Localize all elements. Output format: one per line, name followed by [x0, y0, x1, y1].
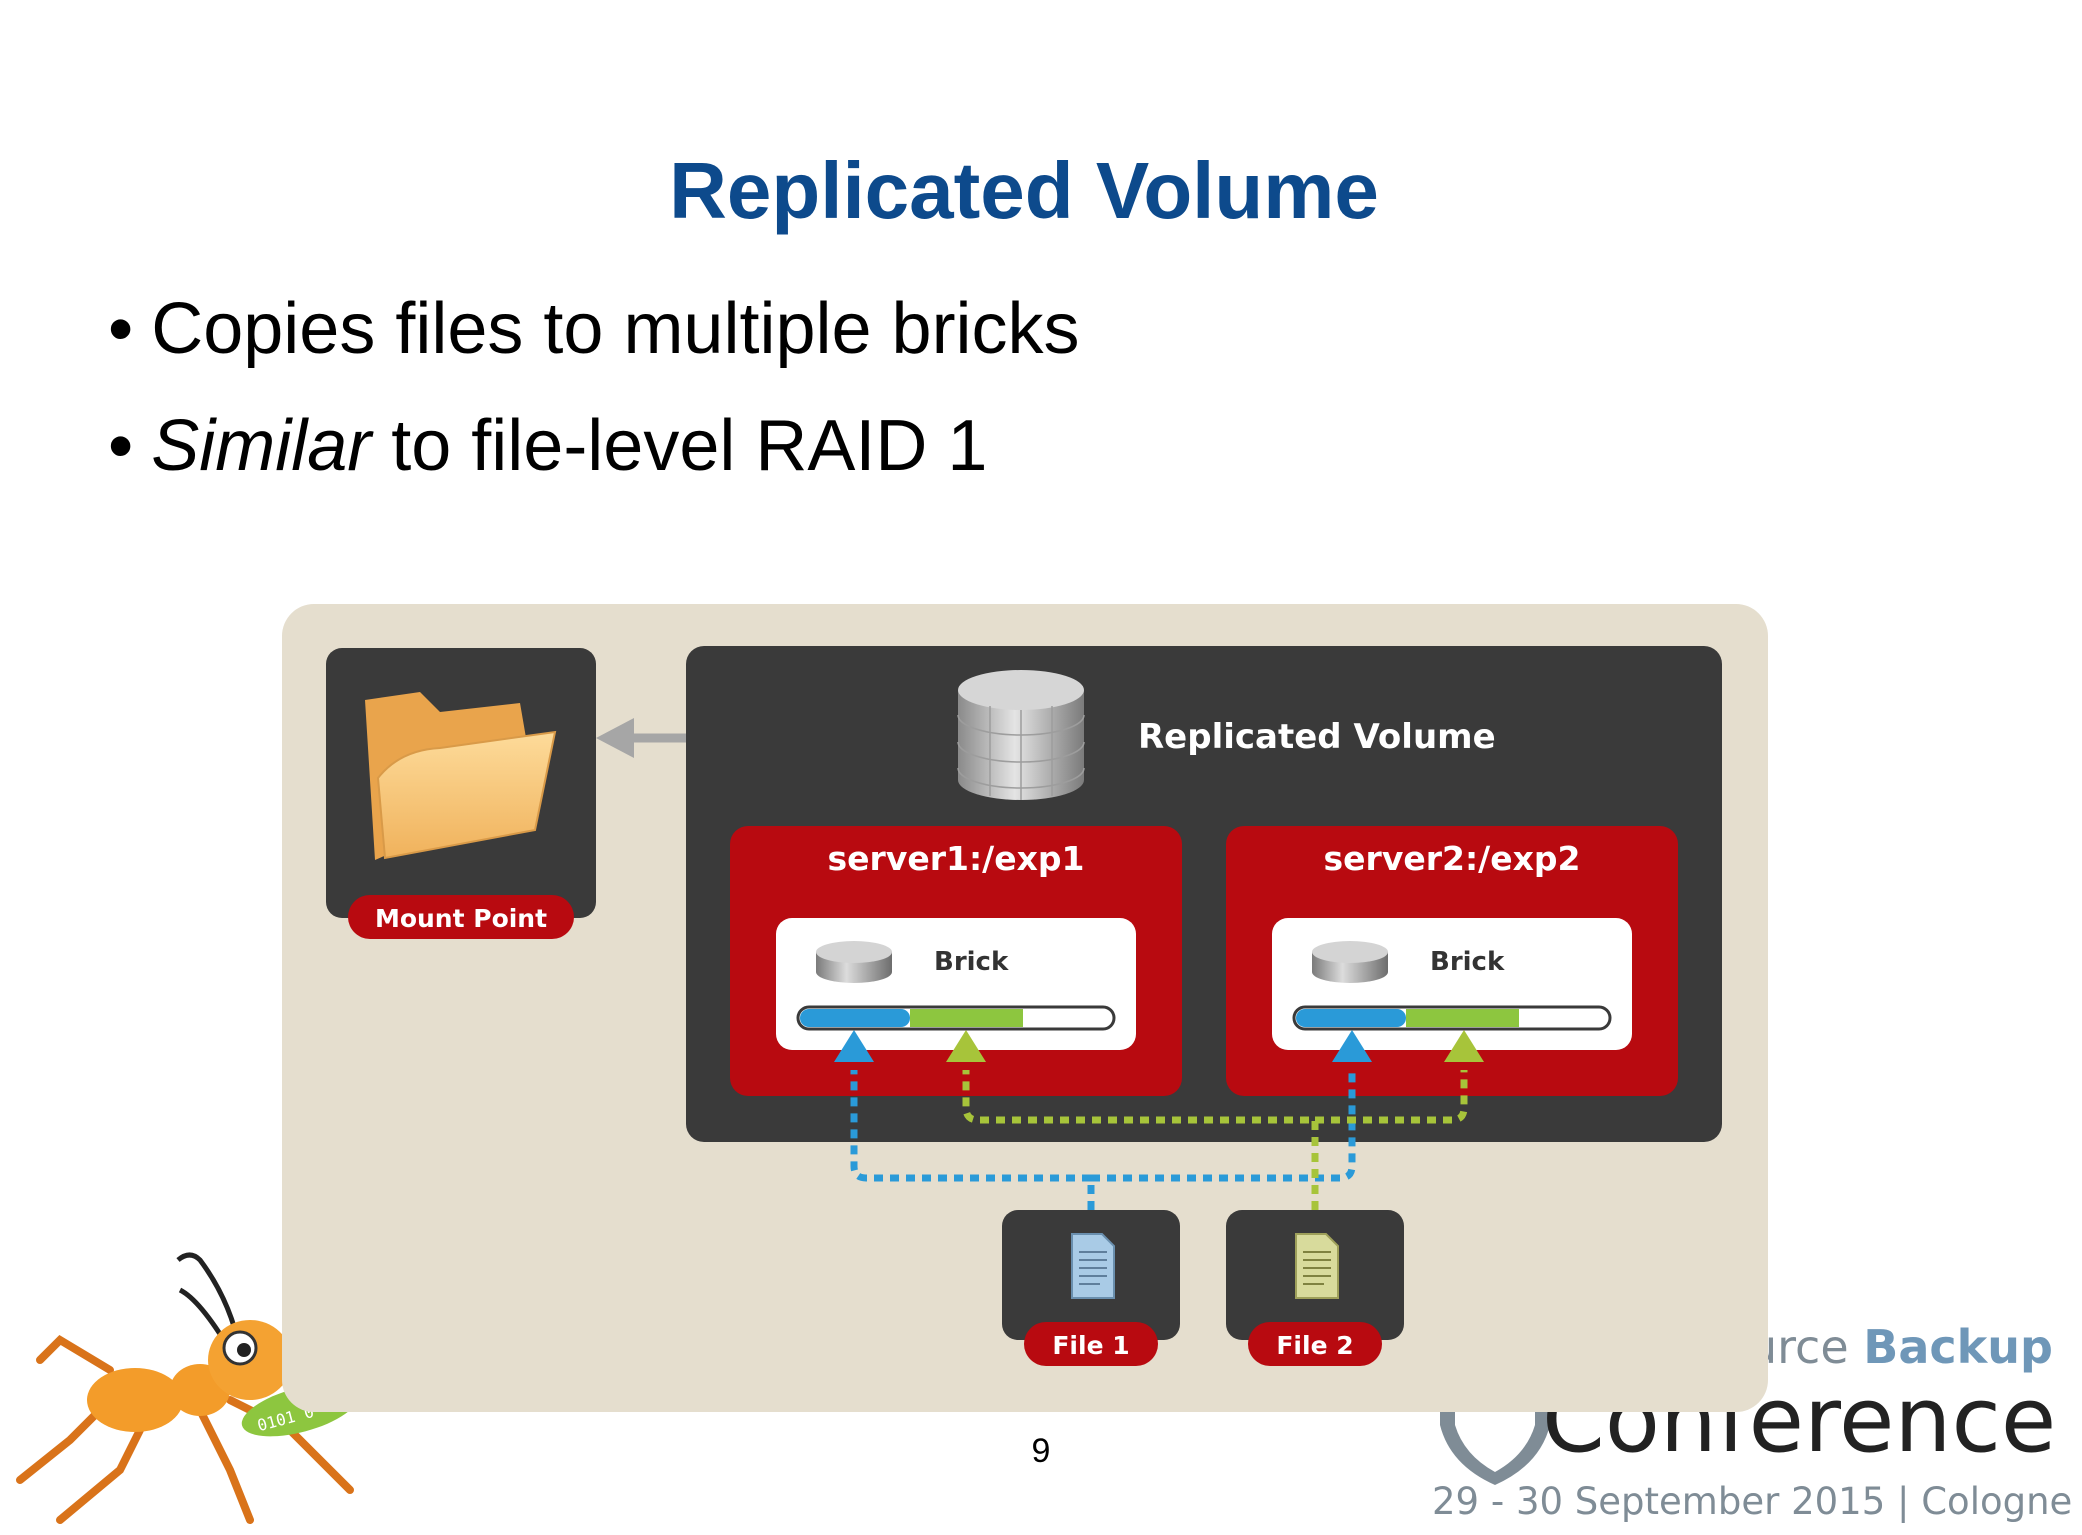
slide-title: Replicated Volume — [669, 146, 1379, 235]
volume-label: Replicated Volume — [1138, 717, 1496, 757]
ant-mascot-icon: 0101 0 — [16, 1252, 359, 1524]
arrow-up-green-icon — [946, 1030, 986, 1062]
conference-line1: urce Backup — [1748, 1320, 2053, 1374]
arrow-up-blue-icon — [834, 1030, 874, 1062]
brick-1-label: Brick — [934, 947, 1009, 977]
document-icon — [1071, 1233, 1115, 1299]
arrow-up-blue-icon — [1332, 1030, 1372, 1062]
server-1-name: server1:/exp1 — [828, 839, 1085, 878]
bullet-dot: • — [108, 406, 134, 486]
mount-arrow-head — [596, 718, 634, 758]
bullet-item: •Similar to file-level RAID 1 — [108, 405, 987, 487]
document-icon — [1295, 1233, 1339, 1299]
file-1-label: File 1 — [1052, 1331, 1129, 1360]
brick-1-bar-file2 — [910, 1009, 1023, 1027]
arrow-up-green-icon — [1444, 1030, 1484, 1062]
shield-logo-icon — [1440, 1395, 1550, 1485]
brick-disk-icon — [1312, 941, 1388, 983]
brick-2-bar-file1 — [1296, 1009, 1406, 1027]
bullet-text: Copies files to multiple bricks — [151, 289, 1080, 369]
mount-point-label: Mount Point — [375, 904, 547, 933]
bullet-emphasis: Similar — [151, 406, 372, 486]
server-2-name: server2:/exp2 — [1324, 839, 1581, 878]
file-2-badge — [1248, 1322, 1382, 1366]
folder-icon — [365, 692, 557, 860]
file1-replication-path — [850, 1070, 1356, 1210]
bullet-item: •Copies files to multiple bricks — [108, 288, 1080, 370]
file2-replication-path — [962, 1070, 1468, 1210]
brick-1-bar-file1 — [800, 1009, 910, 1027]
database-cylinder-icon — [957, 670, 1085, 800]
conference-dates: 29 - 30 September 2015 | Cologne — [1432, 1480, 2073, 1523]
mount-point-badge — [348, 895, 574, 939]
brick-2-bar-file2 — [1406, 1009, 1519, 1027]
bullet-dot: • — [108, 289, 134, 369]
conference-line1-accent: Backup — [1863, 1320, 2053, 1374]
brick-2-label: Brick — [1430, 947, 1505, 977]
page-number: 9 — [1031, 1432, 1051, 1470]
brick-disk-icon — [816, 941, 892, 983]
file-2-label: File 2 — [1276, 1331, 1353, 1360]
bullet-text: to file-level RAID 1 — [371, 406, 988, 486]
file-1-badge — [1024, 1322, 1158, 1366]
